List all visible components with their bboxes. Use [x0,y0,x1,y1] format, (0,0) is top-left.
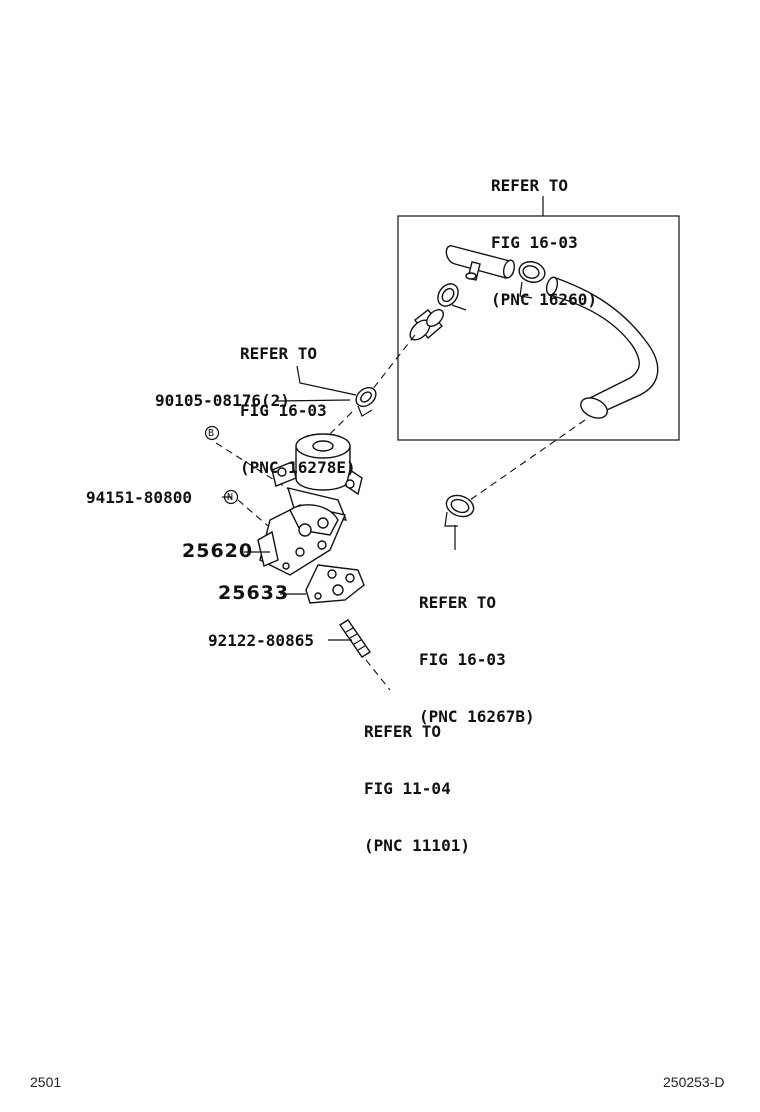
stud-92122[interactable] [339,619,371,658]
ref-16278e-line2: FIG 16-03 [240,401,327,420]
leader-90105 [275,399,351,402]
part-90105-08176[interactable]: 90105-08176(2) [155,391,290,410]
marker-b-circle [204,425,220,441]
marker-n: N [227,492,234,503]
ref-16260[interactable]: REFER TO FIG 16-03 (PNC 16260) [491,138,597,328]
part-25620[interactable]: 25620 [182,540,254,562]
centerline-valve [325,411,353,439]
ref-16278e-line3: (PNC 16278E) [240,458,356,477]
marker-n-circle [223,489,239,505]
ref-16267b-line1: REFER TO [419,593,497,612]
gasket-25633[interactable] [305,564,365,604]
centerline-hose [469,419,586,501]
clamp-90105[interactable] [352,384,379,417]
union-pipe[interactable] [445,245,516,281]
ref-16260-line1: REFER TO [491,176,569,195]
bent-hose[interactable] [545,276,659,422]
marker-b: B [208,428,215,439]
part-94151-80800[interactable]: 94151-80800 [86,488,192,507]
centerline-stud [365,659,391,691]
reference-box [397,215,680,441]
ref-16278e[interactable]: REFER TO FIG 16-03 (PNC 16278E) [240,306,356,496]
hose-stub[interactable] [407,307,447,344]
hose-clamp-upper[interactable] [517,259,547,299]
ref-16260-line3: (PNC 16260) [491,290,597,309]
hose-clamp-lower[interactable] [443,492,476,527]
footer-left-code: 2501 [30,1074,62,1090]
centerline-upper [371,334,416,391]
leader-16278e [296,365,357,396]
hose-clamp-small[interactable] [434,280,467,311]
ref-11101-line1: REFER TO [364,722,442,741]
ref-11101-line2: FIG 11-04 [364,779,451,798]
ref-16267b[interactable]: REFER TO FIG 16-03 (PNC 16267B) [419,555,535,745]
part-92122-80865[interactable]: 92122-80865 [208,631,314,650]
ref-16267b-line3: (PNC 16267B) [419,707,535,726]
footer-right-code: 250253-D [663,1074,725,1090]
ref-11101[interactable]: REFER TO FIG 11-04 (PNC 11101) [364,684,470,874]
ref-16278e-line1: REFER TO [240,344,318,363]
ref-11101-line3: (PNC 11101) [364,836,470,855]
ref-16260-line2: FIG 16-03 [491,233,578,252]
part-25633[interactable]: 25633 [218,582,290,604]
ref-16267b-line2: FIG 16-03 [419,650,506,669]
valve-assembly-25620[interactable] [257,433,363,576]
